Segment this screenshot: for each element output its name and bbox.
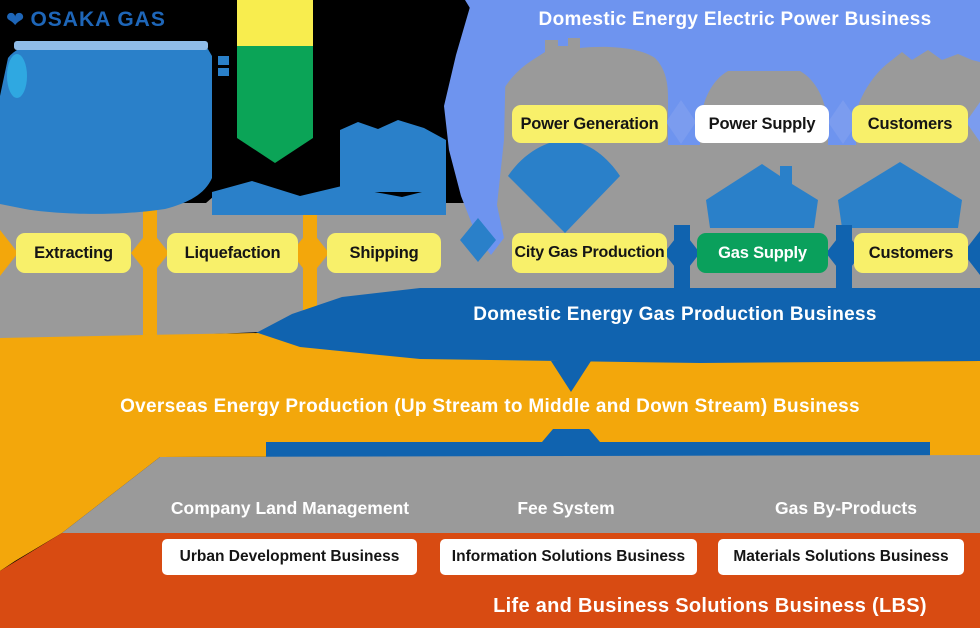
banner-green-arrow [237,46,313,163]
blue-half-diamond-right [963,231,980,275]
node-liquefaction: Liquefaction [167,233,298,273]
electric-diamond-2 [828,100,858,144]
skyline-strip [14,41,208,50]
orange-diamond-2 [291,229,329,277]
house-icon-customers [838,162,962,228]
logo-text: OSAKA GAS [30,8,166,31]
node-materials-solutions-business: Materials Solutions Business [718,539,964,575]
node-city-gas-production: City Gas Production [512,233,667,273]
tanker-silhouette [0,44,212,214]
pillar-dot-2 [218,68,229,76]
node-extracting: Extracting [16,233,131,273]
node-power-generation: Power Generation [512,105,667,143]
gas-production-business-title: Domestic Energy Gas Production Business [473,304,877,325]
heart-icon: ❤ [6,7,26,32]
wave-silhouette [212,181,446,215]
gas-to-lbs-arrow-neck [551,361,591,392]
electric-diamond-1 [666,100,696,144]
node-shipping: Shipping [327,233,441,273]
blue-diamond-1 [664,230,700,276]
junction-diamond-icon [460,218,496,262]
banner-yellow [237,0,313,46]
osaka-gas-logo: ❤ OSAKA GAS [6,8,166,32]
house-icon-gas-supply [706,164,818,228]
gas-holder-fan-icon [508,140,620,233]
city-bumps-silhouette [340,120,446,192]
orange-diamond-1 [131,229,169,277]
node-gas-supply: Gas Supply [697,233,828,273]
electric-business-title: Domestic Energy Electric Power Business [538,9,932,30]
orange-half-diamond-left [0,230,18,276]
electric-half-diamond-right [966,102,980,142]
blue-diamond-2 [826,230,862,276]
node-urban-development-business: Urban Development Business [162,539,417,575]
node-customers-electric: Customers [852,105,968,143]
node-power-supply: Power Supply [695,105,829,143]
gas-production-band [256,288,980,364]
topic-gas-by-products: Gas By-Products [775,498,917,518]
gas-droplet-icon [7,54,27,98]
overseas-business-title: Overseas Energy Production (Up Stream to… [120,396,860,417]
electric-ribbon-arrow [444,0,506,255]
node-customers-gas: Customers [854,233,968,273]
topic-company-land-management: Company Land Management [170,498,410,518]
pillar-dot-1 [218,56,229,65]
node-information-solutions-business: Information Solutions Business [440,539,697,575]
lbs-topics-band [62,455,980,533]
lbs-business-title: Life and Business Solutions Business (LB… [493,595,927,617]
topic-fee-system: Fee System [517,498,615,518]
